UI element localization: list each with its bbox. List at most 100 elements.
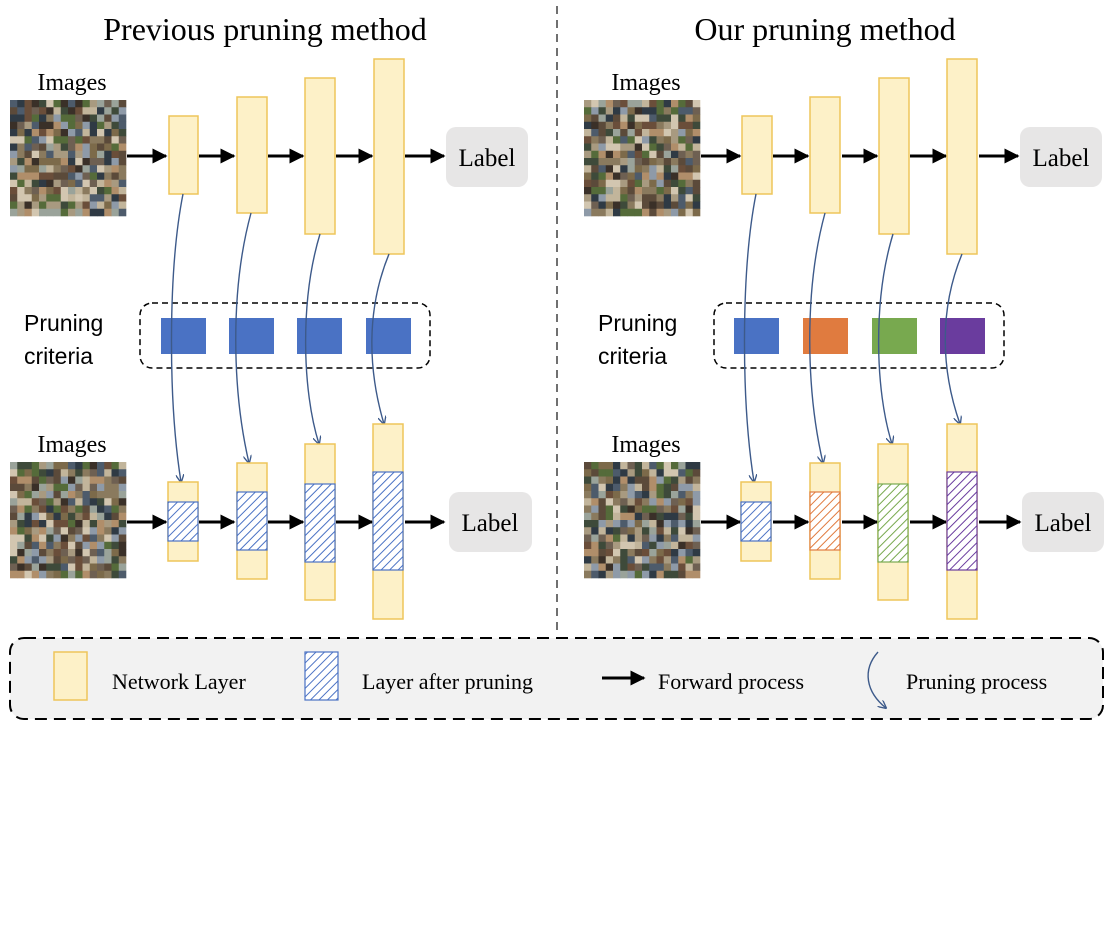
mosaic-tile (613, 556, 621, 564)
mosaic-tile (68, 114, 76, 123)
mosaic-tile (591, 505, 599, 514)
mosaic-tile (692, 469, 701, 477)
mosaic-tile (613, 462, 621, 470)
mosaic-tile (692, 570, 701, 579)
mosaic-tile (642, 556, 650, 564)
mosaic-tile (24, 165, 33, 173)
legend-layer-after-pruning: Layer after pruning (362, 669, 533, 694)
mosaic-tile (613, 208, 621, 217)
mosaic-tile (656, 512, 665, 521)
mosaic-tile (68, 107, 76, 115)
mosaic-tile (634, 179, 643, 188)
mosaic-tile (627, 476, 636, 485)
mosaic-tile (663, 187, 672, 195)
mosaic-tile (68, 476, 76, 485)
mosaic-tile (75, 179, 83, 188)
mosaic-tile (17, 512, 25, 521)
mosaic-tile (104, 527, 112, 535)
mosaic-tile (671, 527, 679, 535)
mosaic-tile (613, 158, 621, 166)
mosaic-tile (598, 570, 607, 579)
mosaic-tile (39, 150, 47, 159)
mosaic-tile (685, 549, 694, 557)
mosaic-tile (24, 469, 33, 477)
mosaic-tile (649, 563, 657, 572)
mosaic-tile (97, 187, 105, 195)
mosaic-tile (692, 100, 701, 108)
mosaic-tile (642, 201, 650, 210)
mosaic-tile (75, 520, 83, 528)
mosaic-tile (31, 491, 40, 499)
mosaic-tile (685, 165, 694, 173)
mosaic-tile (685, 570, 694, 579)
mosaic-tile (89, 476, 98, 485)
mosaic-tile (39, 114, 47, 123)
mosaic-tile (620, 520, 628, 528)
mosaic-tile (68, 541, 76, 550)
legend-pruned-swatch (304, 651, 339, 701)
mosaic-tile (692, 498, 701, 506)
mosaic-tile (46, 527, 54, 535)
mosaic-tile (97, 129, 105, 137)
mosaic-tile (678, 556, 686, 564)
mosaic-tile (75, 469, 83, 477)
mosaic-tile (89, 512, 98, 521)
mosaic-tile (118, 194, 127, 202)
mosaic-tile (82, 150, 91, 159)
mosaic-tile (591, 462, 599, 470)
mosaic-tile (613, 469, 621, 477)
mosaic-tile (82, 194, 91, 202)
mosaic-tile (31, 194, 40, 202)
mosaic-tile (118, 476, 127, 485)
mosaic-tile (75, 549, 83, 557)
mosaic-tile (89, 165, 98, 173)
mosaic-tile (82, 172, 91, 181)
mosaic-tile (104, 563, 112, 572)
mosaic-tile (31, 121, 40, 130)
mosaic-tile (634, 483, 643, 492)
mosaic-tile (17, 570, 25, 579)
mosaic-tile (671, 541, 679, 550)
mosaic-tile (685, 201, 694, 210)
mosaic-tile (678, 483, 686, 492)
criteria-label-line1: Pruning (24, 310, 103, 336)
mosaic-tile (89, 520, 98, 528)
legend-network-layer: Network Layer (112, 669, 246, 694)
mosaic-tile (17, 107, 25, 115)
mosaic-tile (111, 483, 120, 492)
mosaic-tile (663, 563, 672, 572)
mosaic-tile (627, 512, 636, 521)
mosaic-tile (584, 158, 592, 166)
mosaic-tile (663, 143, 672, 152)
mosaic-tile (89, 129, 98, 137)
mosaic-tile (39, 498, 47, 506)
mosaic-tile (39, 469, 47, 477)
mosaic-tile (584, 150, 592, 159)
mosaic-tile (649, 100, 657, 108)
mosaic-tile (656, 114, 665, 123)
mosaic-tile (620, 187, 628, 195)
mosaic-tile (642, 121, 650, 130)
mosaic-tile (24, 483, 33, 492)
mosaic-tile (118, 114, 127, 123)
mosaic-tile (17, 556, 25, 564)
mosaic-tile (627, 179, 636, 188)
mosaic-tile (692, 563, 701, 572)
mosaic-tile (60, 512, 69, 521)
mosaic-tile (671, 498, 679, 506)
mosaic-tile (613, 534, 621, 543)
legend: Network Layer Layer after pruning Forwar… (9, 637, 1104, 720)
mosaic-tile (642, 208, 650, 217)
mosaic-tile (671, 491, 679, 499)
mosaic-tile (104, 150, 112, 159)
mosaic-tile (111, 129, 120, 137)
mosaic-tile (692, 527, 701, 535)
mosaic-tile (53, 107, 62, 115)
mosaic-tile (39, 491, 47, 499)
mosaic-tile (17, 158, 25, 166)
mosaic-tile (53, 563, 62, 572)
mosaic-tile (60, 520, 69, 528)
mosaic-tile (605, 194, 614, 202)
mosaic-tile (68, 483, 76, 492)
mosaic-tile (39, 179, 47, 188)
